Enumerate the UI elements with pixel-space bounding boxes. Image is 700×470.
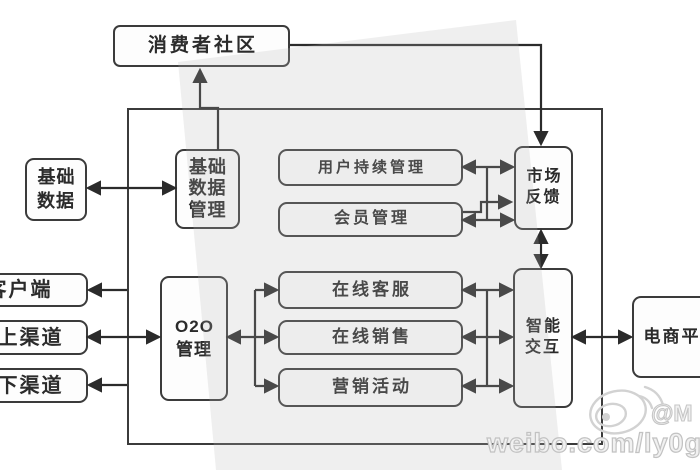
node-o2o-mgmt: O2O 管理 <box>160 276 228 401</box>
node-online-service-label: 在线客服 <box>332 279 412 299</box>
node-client-label: 客户端 <box>0 279 53 301</box>
node-marketing-campaign-label: 营销活动 <box>332 377 412 397</box>
node-ecommerce-platform: 电商平台 <box>632 296 700 378</box>
node-online-sales: 在线销售 <box>278 320 463 355</box>
node-market-feedback-label: 市场 反馈 <box>525 168 563 206</box>
node-member-mgmt-label: 会员管理 <box>333 210 410 228</box>
node-smart-interaction-label: 智能 交互 <box>524 318 562 356</box>
node-base-data-mgmt: 基础 数据 管理 <box>175 149 240 229</box>
node-base-data: 基础 数据 <box>25 158 87 221</box>
node-client: 客户端 <box>0 273 88 307</box>
node-consumer-community: 消费者社区 <box>113 25 290 67</box>
watermark-handle: @M <box>650 399 693 426</box>
node-online-channel-label: 线上渠道 <box>0 326 64 349</box>
node-marketing-campaign: 营销活动 <box>278 368 463 407</box>
node-online-channel: 线上渠道 <box>0 320 88 355</box>
node-o2o-mgmt-label: O2O 管理 <box>175 317 214 359</box>
node-consumer-community-label: 消费者社区 <box>147 34 258 56</box>
node-offline-channel-label: 线下渠道 <box>0 374 64 397</box>
node-offline-channel: 线下渠道 <box>0 368 88 403</box>
node-member-mgmt: 会员管理 <box>278 202 463 237</box>
node-base-data-label: 基础 数据 <box>37 167 76 211</box>
node-user-retention-label: 用户持续管理 <box>317 158 426 176</box>
node-market-feedback: 市场 反馈 <box>514 146 573 230</box>
node-online-sales-label: 在线销售 <box>332 327 412 347</box>
node-online-service: 在线客服 <box>278 271 463 309</box>
node-ecommerce-platform-label: 电商平台 <box>643 326 700 346</box>
node-base-data-mgmt-label: 基础 数据 管理 <box>188 156 227 220</box>
node-smart-interaction: 智能 交互 <box>513 268 573 408</box>
node-user-retention: 用户持续管理 <box>278 149 463 186</box>
